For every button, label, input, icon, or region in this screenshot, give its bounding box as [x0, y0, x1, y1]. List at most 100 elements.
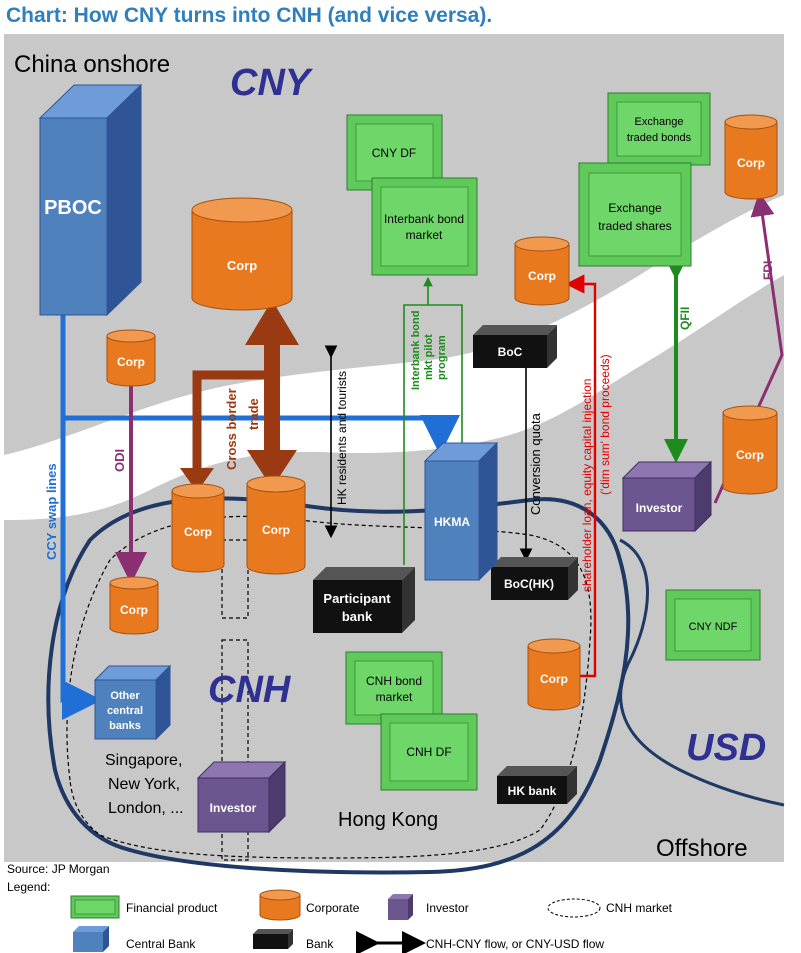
legend-corporate: Corporate: [259, 889, 360, 921]
svg-text:Corp: Corp: [540, 672, 568, 686]
svg-text:market: market: [376, 690, 413, 704]
region-label-onshore: China onshore: [14, 51, 170, 78]
node-corp-onshore-left: Corp: [106, 329, 156, 387]
svg-text:Investor: Investor: [636, 501, 683, 515]
page-title: Chart: How CNY turns into CNH (and vice …: [6, 4, 493, 27]
legend-central-bank: Central Bank: [73, 926, 196, 952]
svg-text:Interbank bond: Interbank bond: [384, 212, 464, 226]
node-cnh-df: CNH DF: [380, 713, 478, 791]
svg-text:CNH-CNY flow, or CNY-USD flow: CNH-CNY flow, or CNY-USD flow: [426, 937, 604, 951]
node-investor-offshore: Investor: [621, 460, 713, 533]
svg-text:Corp: Corp: [262, 523, 290, 537]
flow-shareholder-loan: [565, 274, 597, 678]
svg-text:market: market: [406, 228, 443, 242]
svg-text:Corp: Corp: [117, 355, 145, 369]
svg-text:Investor: Investor: [426, 901, 469, 915]
flow-cross-border-out: [192, 370, 272, 478]
node-hk-bank: HK bank: [497, 766, 577, 804]
flow-label-conversion-quota: Conversion quota: [528, 412, 543, 515]
svg-text:Exchange: Exchange: [635, 116, 684, 128]
region-label-hong-kong: Hong Kong: [338, 809, 438, 831]
flow-cross-border-head-up: [245, 300, 299, 345]
flow-label-pilot: mkt pilot: [423, 334, 435, 380]
flow-label-hk-residents: HK residents and tourists: [335, 371, 349, 505]
flow-cross-border-head-down: [247, 450, 297, 488]
node-boc: BoC: [473, 325, 557, 368]
cnh-market-boundary: [66, 515, 592, 859]
flow-label-odi: ODI: [112, 449, 127, 472]
node-hkma: HKMA: [423, 441, 499, 582]
flow-label-fdi: FDI: [761, 261, 775, 280]
node-participant-bank: Participant bank: [313, 567, 415, 633]
flow-label-shareholder-loan: shareholder loan, equity capital injecti…: [580, 379, 594, 592]
svg-text:CNH DF: CNH DF: [406, 745, 451, 759]
flow-label-qfii: QFII: [678, 307, 692, 330]
svg-text:bank: bank: [342, 609, 373, 624]
svg-text:CNY NDF: CNY NDF: [689, 621, 738, 633]
svg-text:banks: banks: [109, 720, 141, 732]
svg-text:Participant: Participant: [323, 591, 391, 606]
node-other-central-banks: Other central banks: [93, 664, 172, 741]
legend: Financial product Corporate Investor CNH…: [70, 889, 673, 953]
region-label-cny: CNY: [230, 62, 314, 104]
region-label-city: Singapore,: [105, 752, 182, 769]
svg-text:Financial product: Financial product: [126, 901, 218, 915]
region-label-offshore: Offshore: [656, 835, 748, 862]
node-corp-hk-right: Corp: [246, 475, 306, 575]
node-corp-offshore-right: Corp: [722, 405, 778, 495]
source-note: Source: JP Morgan: [7, 862, 110, 876]
region-label-city: New York,: [108, 776, 180, 793]
flow-label-ccy-swap-lines: CCY swap lines: [44, 463, 59, 560]
svg-text:Corp: Corp: [528, 269, 556, 283]
svg-text:traded bonds: traded bonds: [627, 132, 692, 144]
svg-text:CNY DF: CNY DF: [372, 146, 416, 160]
node-corp-onshore-right: Corp: [724, 114, 778, 200]
svg-text:HK bank: HK bank: [508, 784, 557, 798]
node-corp-hk-lower: Corp: [527, 638, 581, 711]
svg-text:Investor: Investor: [210, 801, 257, 815]
flow-label-pilot: Interbank bond: [410, 311, 422, 390]
flow-label-cross-border: trade: [246, 398, 261, 430]
flow-label-shareholder-loan: ('dim sum' bond proceeds): [598, 354, 612, 495]
legend-financial-product: Financial product: [70, 895, 218, 919]
svg-text:Other: Other: [110, 690, 140, 702]
node-boc-hk: BoC(HK): [491, 557, 578, 600]
node-corp-hk-left: Corp: [171, 483, 225, 573]
svg-text:central: central: [107, 705, 143, 717]
flow-label-pilot: program: [436, 335, 448, 380]
svg-text:Corp: Corp: [737, 156, 765, 170]
node-corp-offshore-left: Corp: [109, 576, 159, 635]
node-pboc: PBOC: [38, 83, 143, 317]
svg-text:Bank: Bank: [306, 937, 334, 951]
svg-text:Corp: Corp: [184, 525, 212, 539]
region-label-usd: USD: [686, 727, 766, 769]
svg-text:Corp: Corp: [736, 448, 764, 462]
offshore-boundary: [619, 538, 785, 807]
node-investor-hk: Investor: [196, 760, 287, 834]
svg-text:Exchange: Exchange: [608, 201, 662, 215]
node-cnh-bond-market: CNH bond market: [345, 651, 443, 725]
flow-pilot-program: [403, 304, 463, 565]
node-exchange-traded-bonds: Exchange traded bonds: [607, 92, 711, 166]
region-label-city: London, ...: [108, 800, 184, 817]
legend-title: Legend:: [7, 880, 51, 894]
svg-text:CNH market: CNH market: [606, 901, 673, 915]
flow-cross-border-out-head: [180, 468, 214, 492]
node-interbank-bond-market: Interbank bond market: [371, 177, 478, 276]
legend-bank: Bank: [253, 929, 334, 951]
legend-flow: CNH-CNY flow, or CNY-USD flow: [356, 931, 604, 953]
svg-text:HKMA: HKMA: [434, 515, 470, 529]
node-corp-large: Corp: [191, 197, 293, 311]
svg-text:Corp: Corp: [227, 258, 257, 273]
node-corp-onshore-mid: Corp: [514, 236, 570, 306]
hong-kong-outline: [46, 496, 631, 875]
node-cny-ndf: CNY NDF: [665, 589, 761, 661]
legend-cnh-market: CNH market: [547, 898, 673, 918]
flow-ccy-swap-lines: [60, 295, 102, 720]
node-exchange-traded-shares: Exchange traded shares: [578, 162, 692, 267]
region-label-cnh: CNH: [208, 669, 292, 711]
svg-text:PBOC: PBOC: [44, 197, 102, 219]
legend-investor: Investor: [388, 894, 469, 920]
svg-text:BoC(HK): BoC(HK): [504, 577, 554, 591]
